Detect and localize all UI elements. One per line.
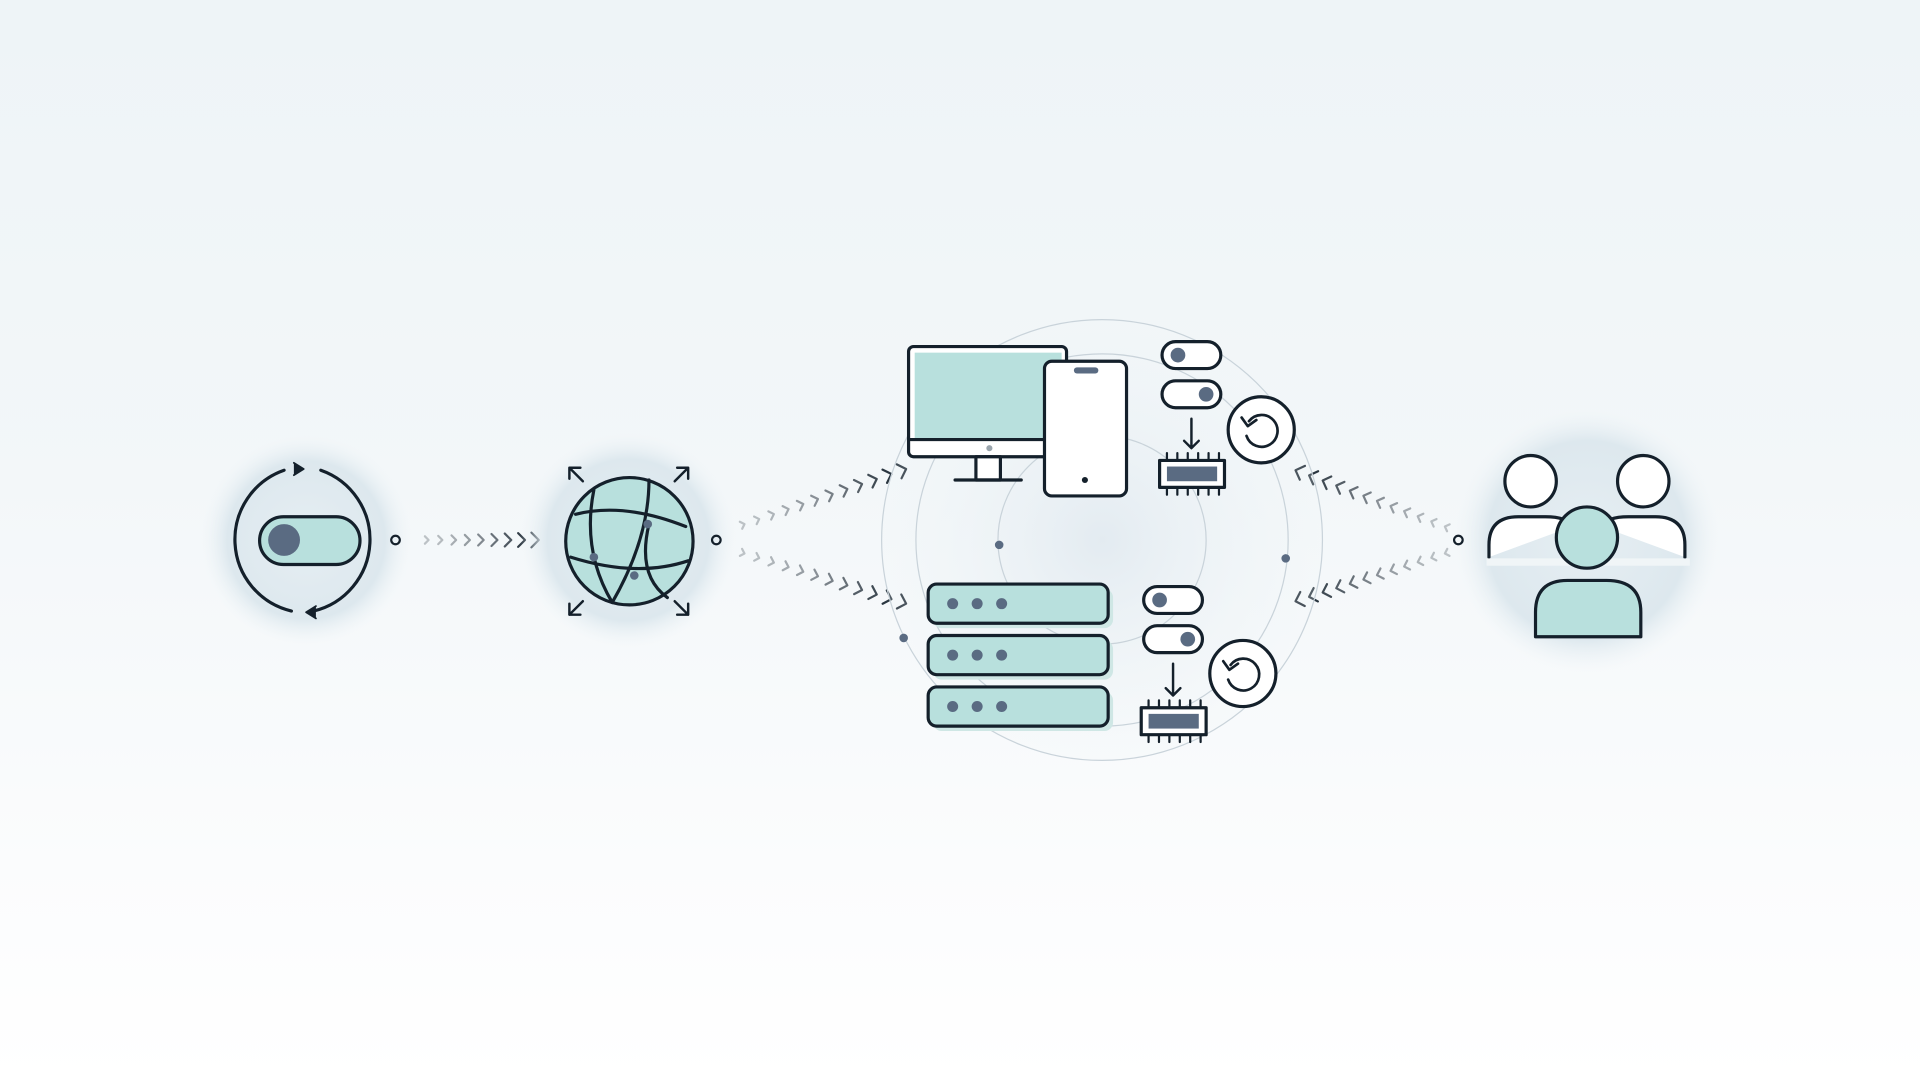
connector-dot-icon <box>1452 534 1464 546</box>
connector-dot-icon <box>710 534 722 546</box>
chevron-icon <box>450 534 458 546</box>
chevron-icon <box>1375 567 1385 580</box>
chevron-icon <box>1430 517 1438 528</box>
flow-chevrons-icon <box>738 547 908 610</box>
chevron-icon <box>477 533 485 547</box>
toggle-switch-icon <box>258 515 362 567</box>
server-unit-icon <box>926 685 1110 728</box>
chevron-icon <box>838 576 849 591</box>
chevron-icon <box>1348 486 1359 500</box>
globe-node <box>520 432 736 648</box>
chip-pins <box>1147 699 1202 744</box>
chevron-icon <box>1321 583 1333 598</box>
chevron-icon <box>1430 551 1438 562</box>
refresh-arrowhead <box>1221 659 1240 672</box>
chevron-icon <box>824 489 834 503</box>
chevron-icon <box>1362 491 1372 505</box>
toggle-knob <box>1180 631 1196 647</box>
chevron-icon <box>738 547 746 557</box>
chevron-icon <box>423 535 430 545</box>
chevron-icon <box>1403 507 1412 519</box>
refresh-icon <box>1226 395 1296 465</box>
toggle-knob <box>1170 347 1186 363</box>
flow-chevrons-icon <box>738 463 908 530</box>
chevron-icon <box>781 560 790 572</box>
chip-core <box>1148 713 1199 729</box>
chevron-icon <box>503 532 513 548</box>
server-led-icon <box>947 649 959 661</box>
chevron-icon <box>852 478 864 494</box>
connector-dot-icon <box>390 534 401 546</box>
server-unit-icon <box>926 633 1110 677</box>
cycle-arrows-icon <box>233 461 372 620</box>
refresh-arrow <box>1245 413 1279 449</box>
chevron-icon <box>1375 496 1385 509</box>
chevron-icon <box>1443 523 1451 533</box>
chevron-icon <box>1335 480 1346 495</box>
server-led-icon <box>971 701 983 713</box>
expand-arrows-icon <box>568 466 690 616</box>
chevron-icon <box>1403 559 1412 571</box>
toggle-knob <box>1198 386 1214 402</box>
chevron-icon <box>767 510 775 521</box>
config-group-top <box>1158 340 1296 496</box>
chip-pins <box>1165 451 1221 496</box>
chevron-icon <box>1416 512 1425 523</box>
arrow-down-icon <box>1182 417 1200 450</box>
arrow-down-icon <box>1164 662 1182 697</box>
chevron-icon <box>752 515 761 526</box>
chevron-icon <box>838 484 849 498</box>
chevron-icon <box>810 568 820 581</box>
chevron-icon <box>795 564 805 577</box>
chevron-icon <box>867 473 878 489</box>
server-led-icon <box>947 701 959 713</box>
refresh-arrowhead <box>1240 416 1258 428</box>
chevron-icon <box>1389 563 1398 576</box>
chevron-icon <box>1443 547 1451 557</box>
monitor-icon <box>906 344 1069 482</box>
chevron-icon <box>1416 555 1425 567</box>
chevron-icon <box>738 520 746 530</box>
toggle-cycle-node <box>200 434 412 646</box>
server-led-icon <box>971 598 983 610</box>
chevron-icon <box>463 533 471 547</box>
chevron-icon <box>753 551 761 562</box>
server-led-icon <box>996 598 1008 610</box>
toggle-knob <box>1152 592 1167 608</box>
server-led-icon <box>996 649 1008 661</box>
chevron-icon <box>824 572 834 586</box>
chevron-icon <box>810 494 820 507</box>
chevron-icon <box>1348 575 1359 589</box>
chevron-icon <box>1321 475 1333 491</box>
chevron-icon <box>1335 579 1346 594</box>
phone-icon <box>1042 359 1129 498</box>
server-stack-icon <box>926 582 1114 732</box>
chip-core <box>1166 466 1218 482</box>
refresh-arrow <box>1226 657 1261 692</box>
config-group-bottom <box>1139 584 1278 744</box>
chevron-icon <box>852 580 864 596</box>
users-node <box>1452 407 1720 673</box>
chevron-icon <box>1389 502 1399 514</box>
chevron-icon <box>795 499 805 512</box>
users-group-icon <box>1486 453 1690 639</box>
server-led-icon <box>996 701 1008 713</box>
globe-icon <box>564 475 695 607</box>
chevron-icon <box>767 556 775 567</box>
server-led-icon <box>947 598 959 610</box>
chevron-icon <box>490 532 499 548</box>
server-led-icon <box>971 649 983 661</box>
chevron-icon <box>437 534 444 546</box>
devices-hub-node <box>881 318 1324 762</box>
server-unit-icon <box>926 582 1110 625</box>
chevron-icon <box>1362 571 1372 585</box>
chevron-icon <box>867 585 878 601</box>
chevron-icon <box>781 505 790 517</box>
refresh-icon <box>1208 638 1278 709</box>
